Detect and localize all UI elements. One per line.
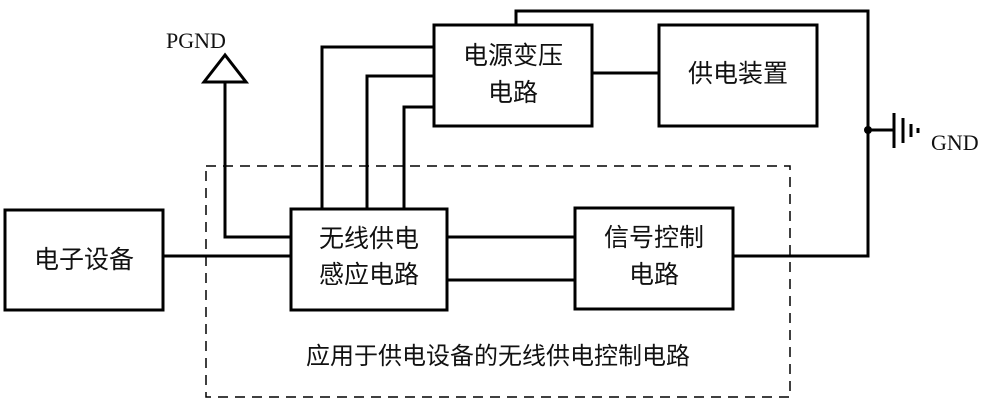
block-label-line1: 电源变压 [463, 41, 563, 70]
wire-induction-to-transformer-2 [365, 74, 436, 211]
block-label: 电子设备 [34, 245, 134, 274]
gnd-label: GND [931, 130, 979, 155]
wire-induction-to-transformer-1 [320, 45, 436, 211]
pgnd-triangle-icon [200, 52, 250, 84]
block-electronic-device: 电子设备 [3, 208, 165, 312]
connections [161, 9, 895, 282]
wire-induction-to-transformer-3 [402, 105, 436, 211]
block-wireless-induction-circuit: 无线供电 感应电路 [289, 207, 449, 312]
block-signal-control-circuit: 信号控制 电路 [573, 206, 735, 311]
block-label: 供电装置 [688, 59, 788, 88]
block-power-transformer-circuit: 电源变压 电路 [432, 23, 594, 128]
pgnd-label: PGND [166, 28, 226, 53]
control-circuit-region [205, 165, 791, 398]
wire-transformer-to-gnd-bus [514, 9, 870, 258]
ground-icon [892, 113, 920, 148]
region-caption: 应用于供电设备的无线供电控制电路 [306, 342, 690, 370]
block-label-line2: 感应电路 [319, 260, 419, 289]
block-label-line2: 电路 [488, 78, 538, 107]
block-label-line1: 信号控制 [604, 223, 704, 252]
wire-induction-to-pgnd [223, 81, 293, 239]
block-power-supply-device: 供电装置 [657, 23, 819, 128]
junction-node [864, 126, 872, 134]
block-label-line2: 电路 [629, 260, 679, 289]
block-label-line1: 无线供电 [319, 224, 419, 253]
